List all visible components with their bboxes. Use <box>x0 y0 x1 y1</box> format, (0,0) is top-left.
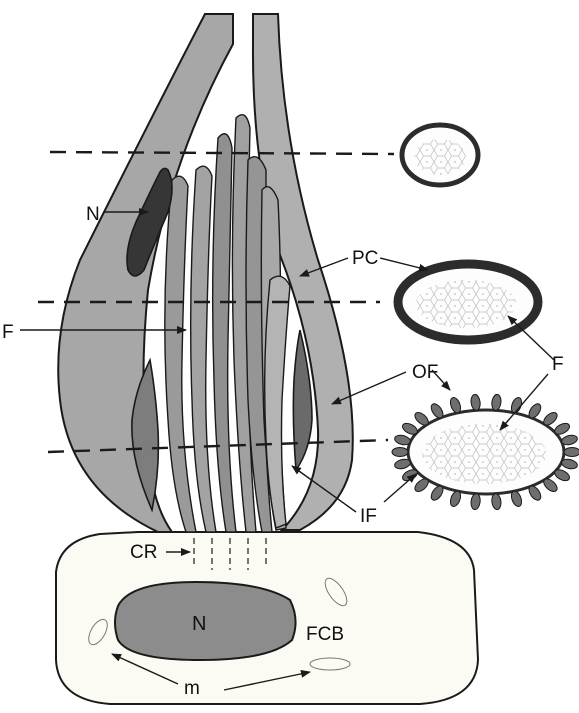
fibril <box>191 166 216 532</box>
label-of: OF <box>412 362 438 383</box>
label-n-top: N <box>86 204 100 225</box>
outer-fibril <box>561 434 579 447</box>
label-m: m <box>184 678 200 699</box>
outer-fibril <box>394 434 412 447</box>
outer-fibril <box>392 448 408 457</box>
label-if: IF <box>360 506 377 527</box>
outer-fibril <box>561 458 579 471</box>
outer-fibril <box>564 448 579 457</box>
outer-fibril <box>470 493 481 510</box>
cross-section-bottom <box>392 394 579 510</box>
label-f-left: F <box>2 322 14 343</box>
label-cr: CR <box>130 542 157 563</box>
arrow-if-right <box>384 474 416 502</box>
label-pc: PC <box>352 248 378 269</box>
cross-section-top <box>402 125 478 185</box>
outer-fibril <box>394 458 412 471</box>
label-fcb: FCB <box>306 624 344 645</box>
outer-fibril <box>470 394 481 411</box>
outer-fibril <box>491 394 502 411</box>
cross-section-middle <box>398 264 538 340</box>
arrow-pc-right <box>380 258 428 270</box>
fibril <box>213 134 236 532</box>
outer-fibril <box>491 493 502 510</box>
label-f-right: F <box>552 354 564 375</box>
label-n-body: N <box>192 613 206 635</box>
